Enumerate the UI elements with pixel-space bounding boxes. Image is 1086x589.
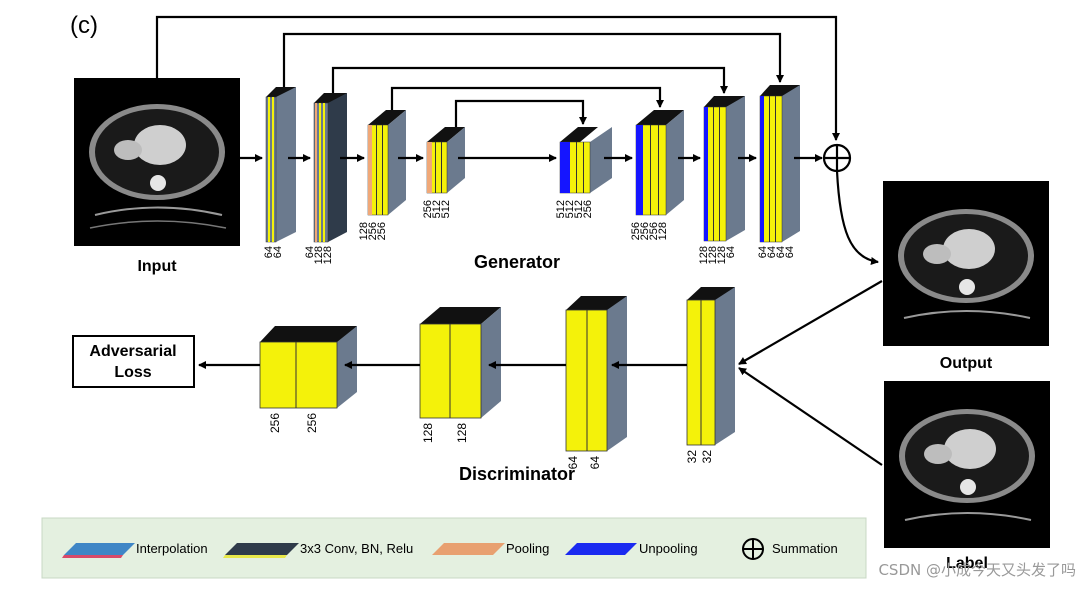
gen-num-6-ch-4: 128: [657, 222, 669, 240]
gen-num-8-ch-3: 64: [775, 246, 787, 258]
disc-block-1: [686, 287, 735, 446]
adversarial-loss-box: Adversarial Loss: [72, 335, 195, 388]
gen-block-6: [635, 110, 684, 216]
discriminator-label: Discriminator: [459, 464, 575, 484]
gen-num-5-ch-4: 256: [582, 200, 594, 218]
gen-block-1: [265, 87, 296, 243]
gen-num-6-ch-3: 256: [648, 222, 660, 240]
gen-num-1-ch-1: 64: [263, 246, 275, 258]
legend-pooling-label: Pooling: [506, 541, 549, 556]
watermark: CSDN @小成今天又头发了吗: [878, 561, 1076, 579]
gen-block-5: [559, 127, 612, 194]
legend-pooling-swatch: [432, 543, 505, 555]
panel-tag: (c): [70, 12, 98, 39]
gen-num-4-ch-3: 512: [440, 200, 452, 218]
gen-num-2-ch-2: 128: [313, 246, 325, 264]
disc-num-4-ch-1: 256: [268, 413, 282, 433]
gen-num-7-ch-1: 128: [698, 246, 710, 264]
gen-num-5-ch-3: 512: [573, 200, 585, 218]
legend-interpolation-swatch: [62, 543, 135, 558]
gen-num-2-ch-3: 128: [322, 246, 334, 264]
output-label: Output: [940, 355, 993, 372]
to-output-arrow: [835, 170, 879, 265]
gen-num-7-ch-4: 64: [725, 246, 737, 258]
gen-block-8: [759, 85, 800, 243]
disc-block-4: [259, 326, 357, 409]
legend-summation-icon: [742, 538, 764, 560]
gen-block-2: [313, 93, 347, 243]
disc-num-2-ch-2: 64: [588, 456, 602, 470]
disc-num-1-ch-1: 32: [685, 450, 699, 464]
gen-num-7-ch-2: 128: [707, 246, 719, 264]
skip-connections: [155, 15, 840, 141]
gen-num-1-ch-2: 64: [272, 246, 284, 258]
disc-num-3-ch-1: 128: [421, 423, 435, 443]
legend: Interpolation 3x3 Conv, BN, Relu Pooling…: [41, 517, 867, 579]
legend-interpolation-label: Interpolation: [136, 541, 208, 556]
gen-num-6-ch-1: 256: [630, 222, 642, 240]
legend-conv-swatch: [223, 543, 299, 558]
gen-num-2-ch-1: 64: [304, 246, 316, 258]
input-label: Input: [137, 258, 177, 275]
gen-block-3: [367, 110, 406, 216]
legend-unpooling-label: Unpooling: [639, 541, 698, 556]
gen-num-7-ch-3: 128: [716, 246, 728, 264]
adversarial-loss-line2: Loss: [114, 364, 151, 381]
discriminator-arrows: [198, 280, 883, 466]
disc-num-1-ch-2: 32: [700, 450, 714, 464]
label-ct-image: [884, 381, 1050, 548]
disc-block-3: [419, 307, 501, 419]
gen-num-5-ch-1: 512: [555, 200, 567, 218]
gen-block-7: [703, 96, 745, 242]
gen-num-8-ch-2: 64: [766, 246, 778, 258]
gen-num-4-ch-1: 256: [422, 200, 434, 218]
disc-num-4-ch-2: 256: [305, 413, 319, 433]
gen-num-8-ch-1: 64: [757, 246, 769, 258]
gen-num-3-ch-1: 128: [358, 222, 370, 240]
gen-num-5-ch-2: 512: [564, 200, 576, 218]
disc-block-2: [565, 296, 627, 452]
label-label: Label: [946, 555, 988, 572]
disc-num-2-ch-1: 64: [566, 456, 580, 470]
adversarial-loss-line1: Adversarial: [89, 343, 176, 360]
summation-node: [822, 143, 852, 173]
generator-label: Generator: [474, 252, 560, 272]
legend-unpooling-swatch: [565, 543, 637, 555]
gen-num-3-ch-2: 256: [367, 222, 379, 240]
input-ct-image: [74, 78, 240, 246]
gen-num-3-ch-3: 256: [376, 222, 388, 240]
output-ct-image: [883, 181, 1049, 346]
legend-summation-label: Summation: [772, 541, 838, 556]
gen-block-4: [426, 127, 465, 194]
gen-num-6-ch-2: 256: [639, 222, 651, 240]
gen-num-8-ch-4: 64: [784, 246, 796, 258]
gen-num-4-ch-2: 512: [431, 200, 443, 218]
legend-conv-label: 3x3 Conv, BN, Relu: [300, 541, 413, 556]
disc-num-3-ch-2: 128: [455, 423, 469, 443]
